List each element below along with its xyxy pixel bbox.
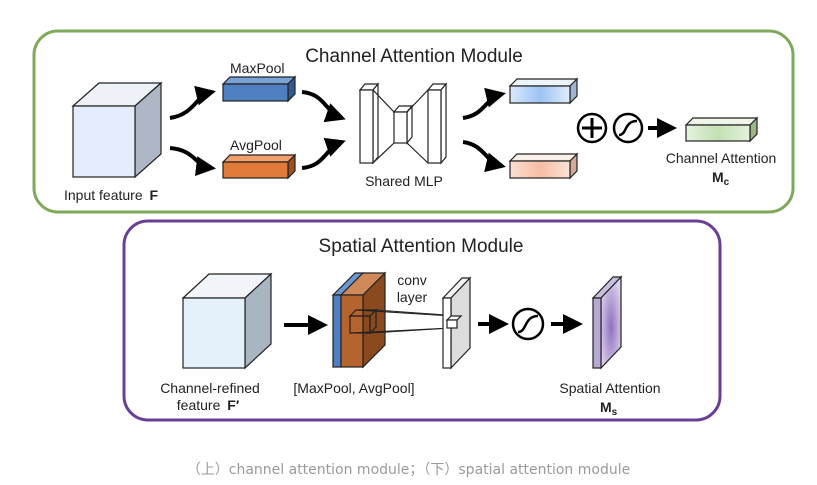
channel-attention-vector <box>684 116 759 143</box>
arrow-avgpool-to-mlp <box>301 137 346 170</box>
channel-refined-feature-cube <box>181 272 273 370</box>
spatial-attention-label: Spatial Attention <box>559 380 660 396</box>
maxpool-vector <box>221 75 297 103</box>
sigmoid-icon-spatial <box>511 307 545 341</box>
conv-label-line2: layer <box>397 289 428 305</box>
maxpool-label: MaxPool <box>230 60 284 76</box>
channel-refined-label-line2: feature F′ <box>177 397 240 413</box>
conv-label-line1: conv <box>397 272 427 288</box>
channel-attention-label: Channel Attention <box>666 150 777 166</box>
elementwise-sum-icon <box>576 112 608 144</box>
channel-module-title: Channel Attention Module <box>305 46 523 67</box>
attention-diagram: Channel Attention Module Input feature F… <box>32 29 795 422</box>
avgpool-label: AvgPool <box>230 137 282 153</box>
pooled-feature-maps <box>331 271 387 369</box>
concat-label: [MaxPool, AvgPool] <box>293 380 414 396</box>
arrow-maxpool-to-mlp <box>301 90 346 123</box>
shared-mlp-label: Shared MLP <box>365 173 443 189</box>
conv-projection-lines <box>349 309 461 334</box>
channel-attention-symbol: Mc <box>712 169 730 188</box>
shared-mlp <box>358 82 448 165</box>
arrow-mlp-to-output-bottom <box>462 140 506 173</box>
sigmoid-icon <box>612 112 644 144</box>
conv-output-plane <box>441 276 472 370</box>
spatial-module-border <box>122 219 722 422</box>
spatial-attention-symbol: Ms <box>600 399 618 418</box>
input-feature-cube <box>71 81 163 179</box>
arrow-mlp-to-output-top <box>462 87 506 120</box>
arrow-to-maxpool <box>169 85 216 120</box>
channel-refined-label-line1: Channel-refined <box>160 380 260 396</box>
spatial-module-title: Spatial Attention Module <box>319 236 524 257</box>
input-feature-label: Input feature F <box>64 187 159 203</box>
spatial-attention-map <box>591 275 623 370</box>
arrow-to-avgpool <box>169 146 216 177</box>
mlp-output-vector-bottom <box>508 152 579 180</box>
avgpool-vector <box>221 153 297 180</box>
figure-caption: （上）channel attention module；（下）spatial a… <box>186 462 631 478</box>
mlp-output-vector-top <box>508 77 579 105</box>
